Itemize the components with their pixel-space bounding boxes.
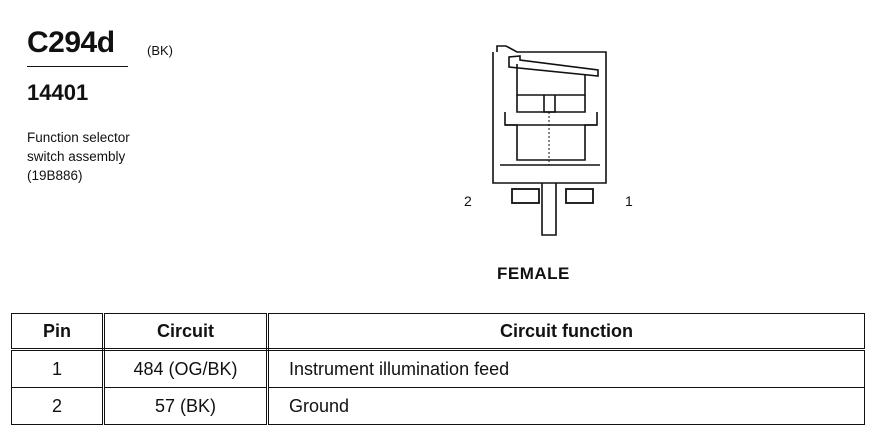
terminal-cavity-1: [565, 188, 594, 204]
pin-2-label: 2: [464, 193, 472, 209]
pin-1-label: 1: [625, 193, 633, 209]
header-circuit: Circuit: [103, 313, 269, 351]
cell-pin: 2: [11, 387, 105, 425]
cell-circuit: 57 (BK): [103, 387, 269, 425]
cell-function: Instrument illumination feed: [267, 349, 865, 388]
table-row: 2 57 (BK) Ground: [11, 387, 865, 425]
description-line-3: (19B886): [27, 168, 83, 183]
connector-id: C294d: [27, 26, 115, 59]
header-circuit-function: Circuit function: [267, 313, 865, 351]
connector-color: (BK): [147, 43, 173, 58]
terminal-cavity-2: [511, 188, 540, 204]
cell-pin: 1: [11, 349, 105, 388]
connector-gender-label: FEMALE: [497, 264, 570, 283]
polarizing-key: [541, 183, 557, 236]
cell-function: Ground: [267, 387, 865, 425]
description-line-1: Function selector: [27, 130, 130, 145]
description-line-2: switch assembly: [27, 149, 126, 164]
latch-crossbar: [516, 95, 586, 113]
connector-housing-outline: [492, 45, 607, 184]
locking-tab: [508, 55, 599, 77]
table-row: 1 484 (OG/BK) Instrument illumination fe…: [11, 349, 865, 388]
header-pin: Pin: [11, 313, 105, 351]
title-underline: [27, 66, 128, 67]
component-description: Function selector switch assembly (19B88…: [27, 128, 130, 185]
connector-face-drawing: [492, 45, 607, 236]
part-number: 14401: [27, 80, 89, 105]
inner-cavity-outline: [504, 112, 598, 161]
latch-top-wall: [516, 64, 586, 96]
cell-circuit: 484 (OG/BK): [103, 349, 269, 388]
table-header-row: Pin Circuit Circuit function: [11, 313, 865, 351]
latch-stem: [543, 95, 556, 113]
pinout-table: Pin Circuit Circuit function 1 484 (OG/B…: [11, 313, 865, 425]
